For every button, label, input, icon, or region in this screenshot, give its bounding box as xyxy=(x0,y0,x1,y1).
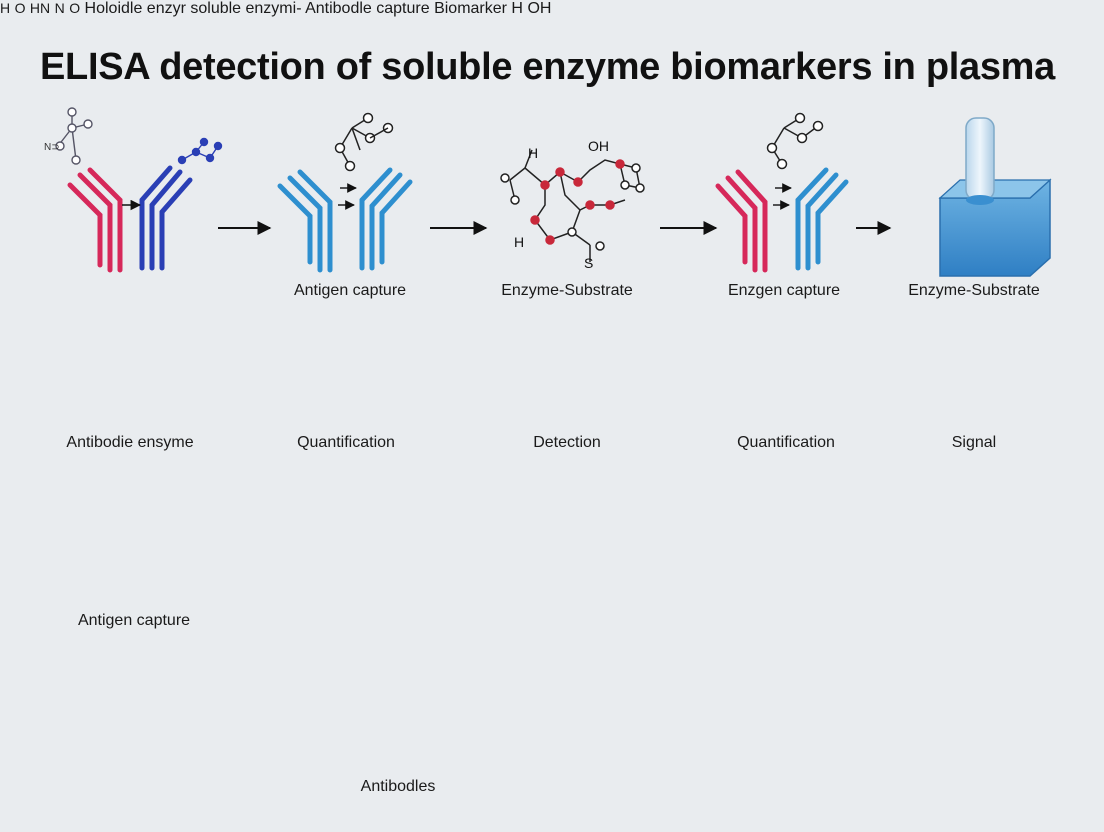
label-enzgen-capture: Enzgen capture xyxy=(727,282,841,299)
small-molecule-icon xyxy=(766,112,824,170)
flow-arrow: HN N O Holoidle enzyr soluble enzymi- An… xyxy=(29,0,1040,795)
flow-arrow: H O HN N O Holoidle enzy xyxy=(0,0,1040,795)
flow-arrow: OH 0102025354040013113510131616Umoher 02… xyxy=(66,0,1039,795)
map-h-label: H xyxy=(511,0,523,17)
atom-label-n: N xyxy=(54,0,65,16)
label-detection: Detection xyxy=(533,434,601,451)
mol-label: N⊃ xyxy=(44,142,60,153)
atom-label-oh: OH xyxy=(588,138,609,154)
label-enzyme-substrate: Enzyme-Substrate xyxy=(908,282,1040,299)
atom-label-h: H xyxy=(528,145,538,161)
atom-label-h: H xyxy=(514,234,524,250)
blue-antibody-icon xyxy=(277,167,413,273)
atom-label-s: S xyxy=(584,255,593,271)
red-antibody-icon xyxy=(67,167,123,273)
plate-line-2: Antibodle capture xyxy=(305,0,430,17)
atom-label-hn: HN xyxy=(29,0,51,16)
antibody-pair-blue xyxy=(277,112,413,273)
label-signal: Signal xyxy=(951,434,997,451)
label-antigen-capture: Antigen capture xyxy=(293,282,407,299)
atom-label-o: O xyxy=(14,0,26,16)
flow-arrow: H O HN N O Holoidle enzy xyxy=(0,0,1040,795)
antibody-pair-red-blue: N⊃ xyxy=(44,107,223,273)
small-molecule-icon xyxy=(177,137,223,165)
test-tube-well xyxy=(938,117,1052,277)
flow-arrow: HN N O Holoidle enzyr soluble enzymi- An… xyxy=(29,0,1040,795)
label-enzyme-substrate: Enzyme-Substrate xyxy=(501,282,633,299)
flow-arrow: Biomarker H 0102040608010001234569101113… xyxy=(66,0,1039,795)
page-title: ELISA detection of soluble enzyme biomar… xyxy=(40,46,1055,88)
label-antibodles: Antibodles xyxy=(360,778,436,795)
label-antibodie-ensyme: Antibodie ensyme xyxy=(66,434,194,451)
plate-line-1: Holoidle enzyr soluble enzymi- xyxy=(84,0,302,17)
antibody-pair-red-blue xyxy=(715,112,849,273)
small-molecule-icon xyxy=(334,112,394,172)
flow-arrow: H O HN N O Holoidle enzy xyxy=(0,0,1040,795)
label-quantification: Quantification xyxy=(737,434,835,451)
label-antigen-capture: Antigen capture xyxy=(77,612,191,629)
small-molecule-icon xyxy=(55,107,93,165)
label-quantification: Quantification xyxy=(297,434,395,451)
flow-arrow: Biomarker H 0102040608010001234569101113… xyxy=(66,0,1039,795)
atom-label-oh: OH xyxy=(527,0,552,17)
atom-label-o: O xyxy=(69,0,81,16)
blue-antibody-icon xyxy=(139,165,193,271)
atom-label-h: H xyxy=(0,0,11,16)
flow-arrow: Holoidle enzyr soluble enzymi- Antibodle… xyxy=(66,0,1039,795)
flow-arrow: H O HN N O Holoidle enzy xyxy=(0,0,1040,795)
map-header: Biomarker xyxy=(434,0,507,17)
enzyme-substrate-molecule xyxy=(500,149,645,262)
